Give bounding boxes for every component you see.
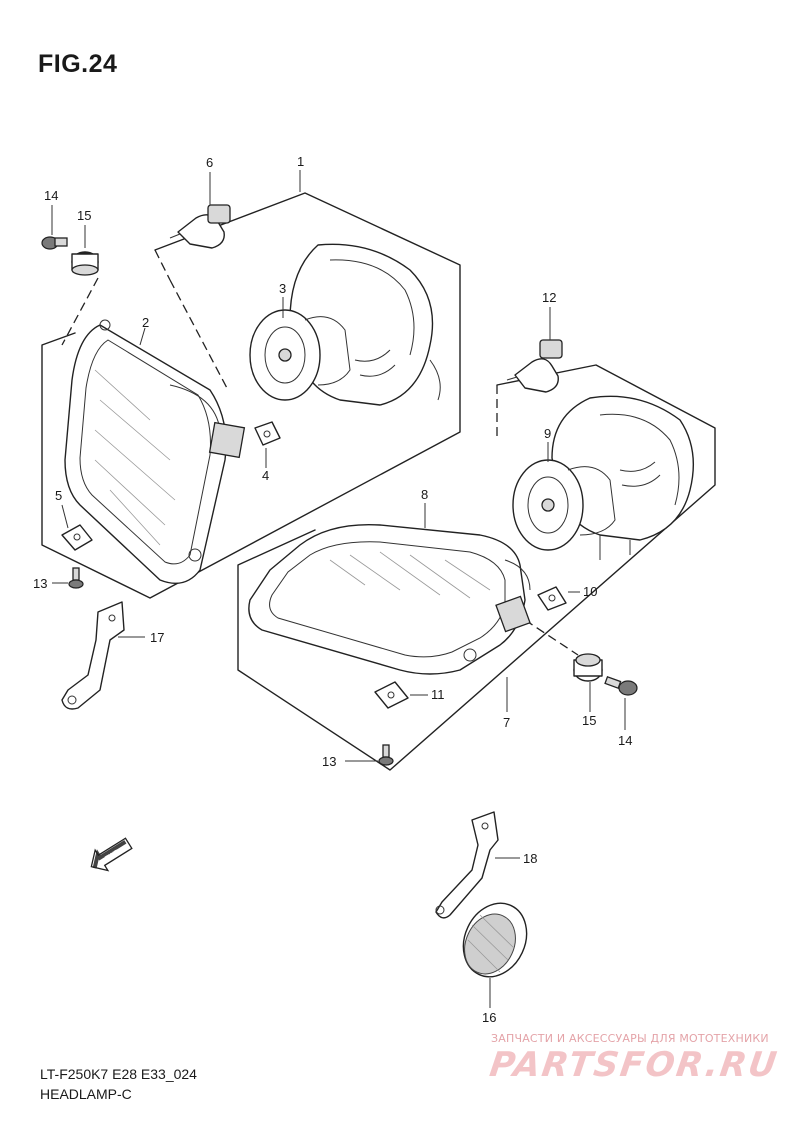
- callout-2: 2: [142, 315, 149, 330]
- headlamp-lens-right: [248, 523, 531, 675]
- callout-9: 9: [544, 426, 551, 441]
- headlamp-assembly-7-frame: [237, 364, 716, 771]
- callout-10: 10: [583, 584, 597, 599]
- bulb-socket-left: [249, 243, 441, 406]
- callout-4: 4: [262, 468, 269, 483]
- callout-12: 12: [542, 290, 556, 305]
- callout-6: 6: [206, 155, 213, 170]
- callout-13-lower: 13: [322, 754, 336, 769]
- clip-nut-4: [254, 421, 281, 446]
- callout-16: 16: [482, 1010, 496, 1025]
- reflector-16: [462, 902, 528, 978]
- grommet-15-right: [573, 653, 603, 682]
- section-name: HEADLAMP-C: [40, 1086, 132, 1102]
- callout-11: 11: [431, 687, 445, 702]
- bulb-12: [506, 339, 563, 393]
- headlamp-lens-left: [64, 319, 246, 584]
- callout-14-top: 14: [44, 188, 58, 203]
- headlamp-assembly-1-frame: [41, 192, 461, 599]
- callout-1: 1: [297, 154, 304, 169]
- callout-17: 17: [150, 630, 164, 645]
- bracket-18: [435, 811, 499, 919]
- callout-3: 3: [279, 281, 286, 296]
- clip-nut-10: [537, 586, 567, 611]
- bulb-6: [169, 204, 231, 249]
- callout-18: 18: [523, 851, 537, 866]
- screw-14-right: [604, 675, 638, 696]
- screw-13-lower: [378, 744, 394, 766]
- callout-labels: 1 2 3 4 5 6 7 8 9 10 11 12 13 13 14 14 1…: [33, 154, 632, 1025]
- grommet-15-top: [71, 251, 99, 276]
- callout-5: 5: [55, 488, 62, 503]
- callout-15-right: 15: [582, 713, 596, 728]
- callout-14-right: 14: [618, 733, 632, 748]
- callout-8: 8: [421, 487, 428, 502]
- callout-13-upper: 13: [33, 576, 47, 591]
- bracket-17: [61, 601, 125, 710]
- clip-nut-5: [61, 524, 93, 551]
- watermark-logo: PARTSFOR.RU: [487, 1045, 781, 1085]
- bulb-socket-right: [512, 395, 695, 560]
- callout-7: 7: [503, 715, 510, 730]
- model-code: LT-F250K7 E28 E33_024: [40, 1066, 197, 1082]
- screw-14-top: [41, 236, 68, 250]
- clip-nut-11: [374, 681, 409, 709]
- figure-title: FIG.24: [38, 50, 118, 78]
- screw-13-upper: [68, 567, 84, 589]
- watermark-caption: ЗАПЧАСТИ И АКСЕССУАРЫ ДЛЯ МОТОТЕХНИКИ: [491, 1032, 769, 1045]
- callout-15-top: 15: [77, 208, 91, 223]
- forward-direction-arrow: FWD: [90, 837, 133, 872]
